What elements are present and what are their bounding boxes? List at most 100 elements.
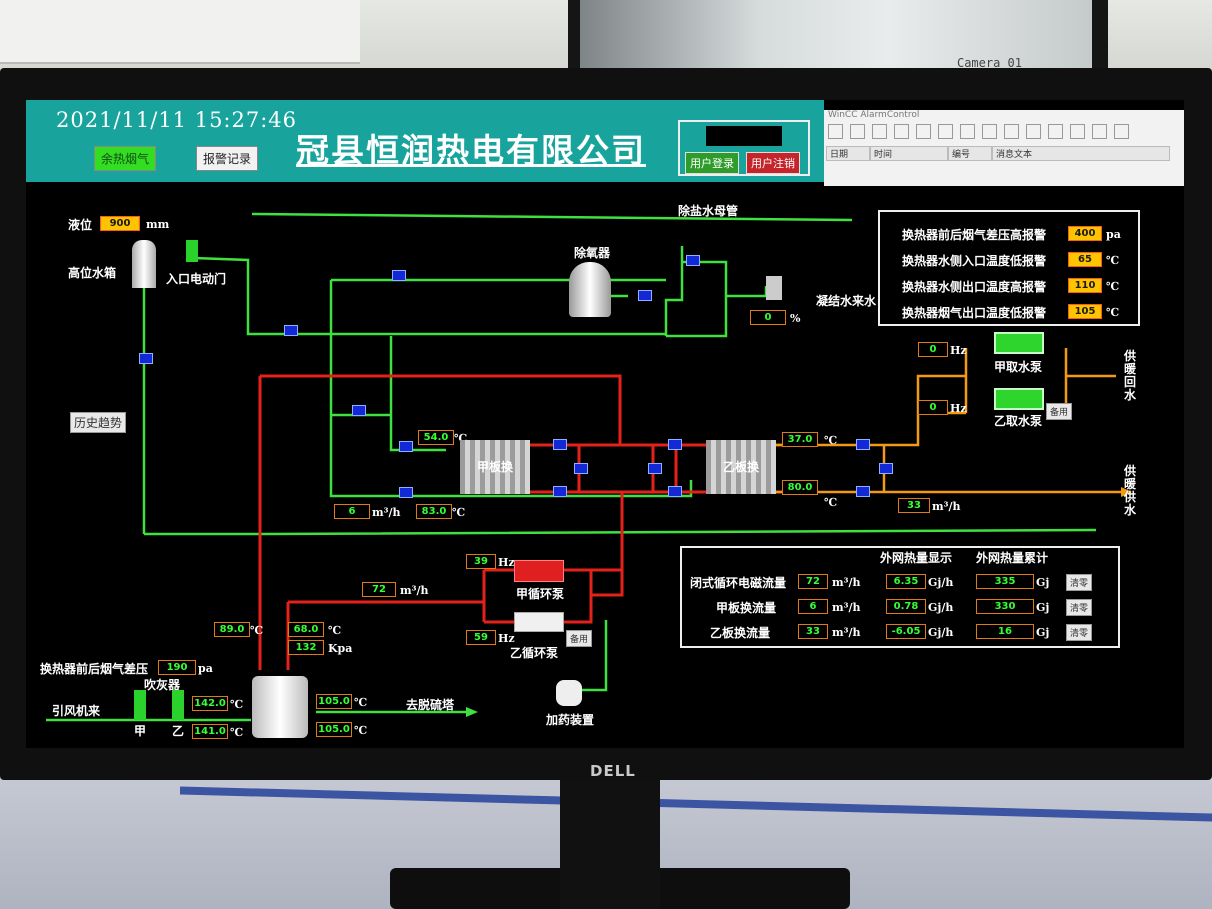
toolbar-icon[interactable] bbox=[1004, 124, 1019, 139]
valve-icon[interactable] bbox=[638, 290, 652, 301]
valve-icon[interactable] bbox=[574, 463, 588, 474]
alarm-setting-unit: ℃ bbox=[1106, 306, 1120, 319]
heat-row-flow-unit: m³/h bbox=[832, 576, 861, 589]
out-temp-1: 105.0 bbox=[316, 694, 352, 709]
inlet-valve-label: 入口电动门 bbox=[166, 272, 227, 286]
valve-icon[interactable] bbox=[399, 441, 413, 452]
valve-icon[interactable] bbox=[668, 439, 682, 450]
user-panel: 用户登录 用户注销 bbox=[678, 120, 810, 176]
valve-icon[interactable] bbox=[856, 486, 870, 497]
circ-pump-a-icon[interactable] bbox=[514, 560, 564, 582]
circ-b-hz-unit: Hz bbox=[498, 632, 515, 645]
toolbar-icon[interactable] bbox=[1026, 124, 1041, 139]
condensate-unit: % bbox=[790, 312, 801, 325]
toolbar-icon[interactable] bbox=[960, 124, 975, 139]
toolbar-icon[interactable] bbox=[1048, 124, 1063, 139]
circ-a-hz-unit: Hz bbox=[498, 556, 515, 569]
alarm-setting-value[interactable]: 65 bbox=[1068, 252, 1102, 267]
soot-blower-label: 吹灰器 bbox=[144, 678, 181, 692]
inlet-valve-icon[interactable] bbox=[186, 240, 198, 262]
heat-row-heat-unit: Gj/h bbox=[928, 626, 954, 639]
heat-exchanger-unit-icon[interactable] bbox=[252, 676, 308, 738]
waste-heat-button[interactable]: 余热烟气 bbox=[94, 146, 157, 171]
heat-row-total: 330 bbox=[976, 599, 1034, 614]
login-button[interactable]: 用户登录 bbox=[685, 152, 739, 174]
heat-row-heat: -6.05 bbox=[886, 624, 926, 639]
toolbar-icon[interactable] bbox=[872, 124, 887, 139]
level-unit: mm bbox=[146, 218, 170, 231]
plate-b-exchanger[interactable]: 乙板换 bbox=[706, 440, 776, 494]
plate-a-exchanger[interactable]: 甲板换 bbox=[460, 440, 530, 494]
circ-pump-b-icon[interactable] bbox=[514, 612, 564, 632]
control-valve-icon[interactable] bbox=[766, 276, 782, 300]
toolbar-icon[interactable] bbox=[1092, 124, 1107, 139]
heat-display-header: 外网热量显示 bbox=[880, 551, 953, 565]
plate-b-temp-top: 37.0 bbox=[782, 432, 818, 447]
circ-pump-a-label: 甲循环泵 bbox=[516, 587, 565, 601]
toolbar-icon[interactable] bbox=[850, 124, 865, 139]
clear-button[interactable]: 清零 bbox=[1066, 599, 1093, 616]
toolbar-icon[interactable] bbox=[938, 124, 953, 139]
valve-icon[interactable] bbox=[686, 255, 700, 266]
col-message[interactable]: 消息文本 bbox=[992, 146, 1170, 161]
history-trend-button[interactable]: 历史趋势 bbox=[70, 412, 127, 433]
toolbar-icon[interactable] bbox=[916, 124, 931, 139]
col-time[interactable]: 时间 bbox=[870, 146, 948, 161]
demin-main-label: 除盐水母管 bbox=[678, 204, 739, 218]
tank-icon bbox=[132, 240, 156, 288]
pump-b-water-spare-button[interactable]: 备用 bbox=[1046, 403, 1073, 420]
plate-b-temp-bottom: 80.0 bbox=[782, 480, 818, 495]
valve-icon[interactable] bbox=[553, 486, 567, 497]
valve-icon[interactable] bbox=[856, 439, 870, 450]
toolbar-icon[interactable] bbox=[828, 124, 843, 139]
alarm-log-button[interactable]: 报警记录 bbox=[196, 146, 259, 171]
circ-a-hz-value: 39 bbox=[466, 554, 496, 569]
toolbar-icon[interactable] bbox=[1114, 124, 1129, 139]
alarm-setting-label: 换热器前后烟气差压高报警 bbox=[902, 228, 1047, 242]
alarm-setting-unit: pa bbox=[1106, 228, 1121, 241]
valve-icon[interactable] bbox=[668, 486, 682, 497]
alarm-setting-value[interactable]: 105 bbox=[1068, 304, 1102, 319]
pump-a-water-icon[interactable] bbox=[994, 332, 1044, 354]
valve-icon[interactable] bbox=[352, 405, 366, 416]
blower-b-temp-unit: ℃ bbox=[230, 726, 244, 739]
clear-button[interactable]: 清零 bbox=[1066, 574, 1093, 591]
alarm-setting-value[interactable]: 110 bbox=[1068, 278, 1102, 293]
alarm-setting-value[interactable]: 400 bbox=[1068, 226, 1102, 241]
deaerator-label: 除氧器 bbox=[574, 246, 611, 260]
heat-row-total: 16 bbox=[976, 624, 1034, 639]
valve-icon[interactable] bbox=[139, 353, 153, 364]
col-date[interactable]: 日期 bbox=[826, 146, 870, 161]
clear-button[interactable]: 清零 bbox=[1066, 624, 1093, 641]
heat-return-label: 供暖回水 bbox=[1124, 349, 1137, 402]
diff-press-label: 换热器前后烟气差压 bbox=[40, 662, 149, 676]
toolbar-icon[interactable] bbox=[1070, 124, 1085, 139]
out-temp-1-unit: ℃ bbox=[354, 696, 368, 709]
monitor-logo: DELL bbox=[590, 762, 636, 780]
pump-a-water-label: 甲取水泵 bbox=[994, 360, 1043, 374]
blower-b-icon[interactable] bbox=[172, 690, 184, 720]
datetime-display: 2021/11/11 15:27:46 bbox=[56, 108, 298, 132]
heat-row-total-unit: Gj bbox=[1036, 626, 1050, 639]
circ-pump-b-spare-button[interactable]: 备用 bbox=[566, 630, 593, 647]
heat-row-label: 乙板换流量 bbox=[710, 626, 771, 640]
alarm-control-title: WinCC AlarmControl bbox=[828, 110, 920, 120]
valve-icon[interactable] bbox=[648, 463, 662, 474]
alarm-setting-label: 换热器水侧入口温度低报警 bbox=[902, 254, 1047, 268]
pump-b-water-icon[interactable] bbox=[994, 388, 1044, 410]
heat-row-flow-unit: m³/h bbox=[832, 601, 861, 614]
valve-icon[interactable] bbox=[879, 463, 893, 474]
alarm-setting-label: 换热器水侧出口温度高报警 bbox=[902, 280, 1047, 294]
col-number[interactable]: 编号 bbox=[948, 146, 992, 161]
valve-icon[interactable] bbox=[392, 270, 406, 281]
valve-icon[interactable] bbox=[284, 325, 298, 336]
valve-icon[interactable] bbox=[553, 439, 567, 450]
toolbar-icon[interactable] bbox=[894, 124, 909, 139]
dosing-icon[interactable] bbox=[556, 680, 582, 706]
toolbar-icon[interactable] bbox=[982, 124, 997, 139]
blower-a-icon[interactable] bbox=[134, 690, 146, 720]
logout-button[interactable]: 用户注销 bbox=[746, 152, 800, 174]
valve-icon[interactable] bbox=[399, 487, 413, 498]
alarm-control-panel[interactable]: WinCC AlarmControl 日期 时间 编号 消息文本 bbox=[824, 110, 1184, 186]
diff-press-unit: pa bbox=[198, 662, 213, 675]
